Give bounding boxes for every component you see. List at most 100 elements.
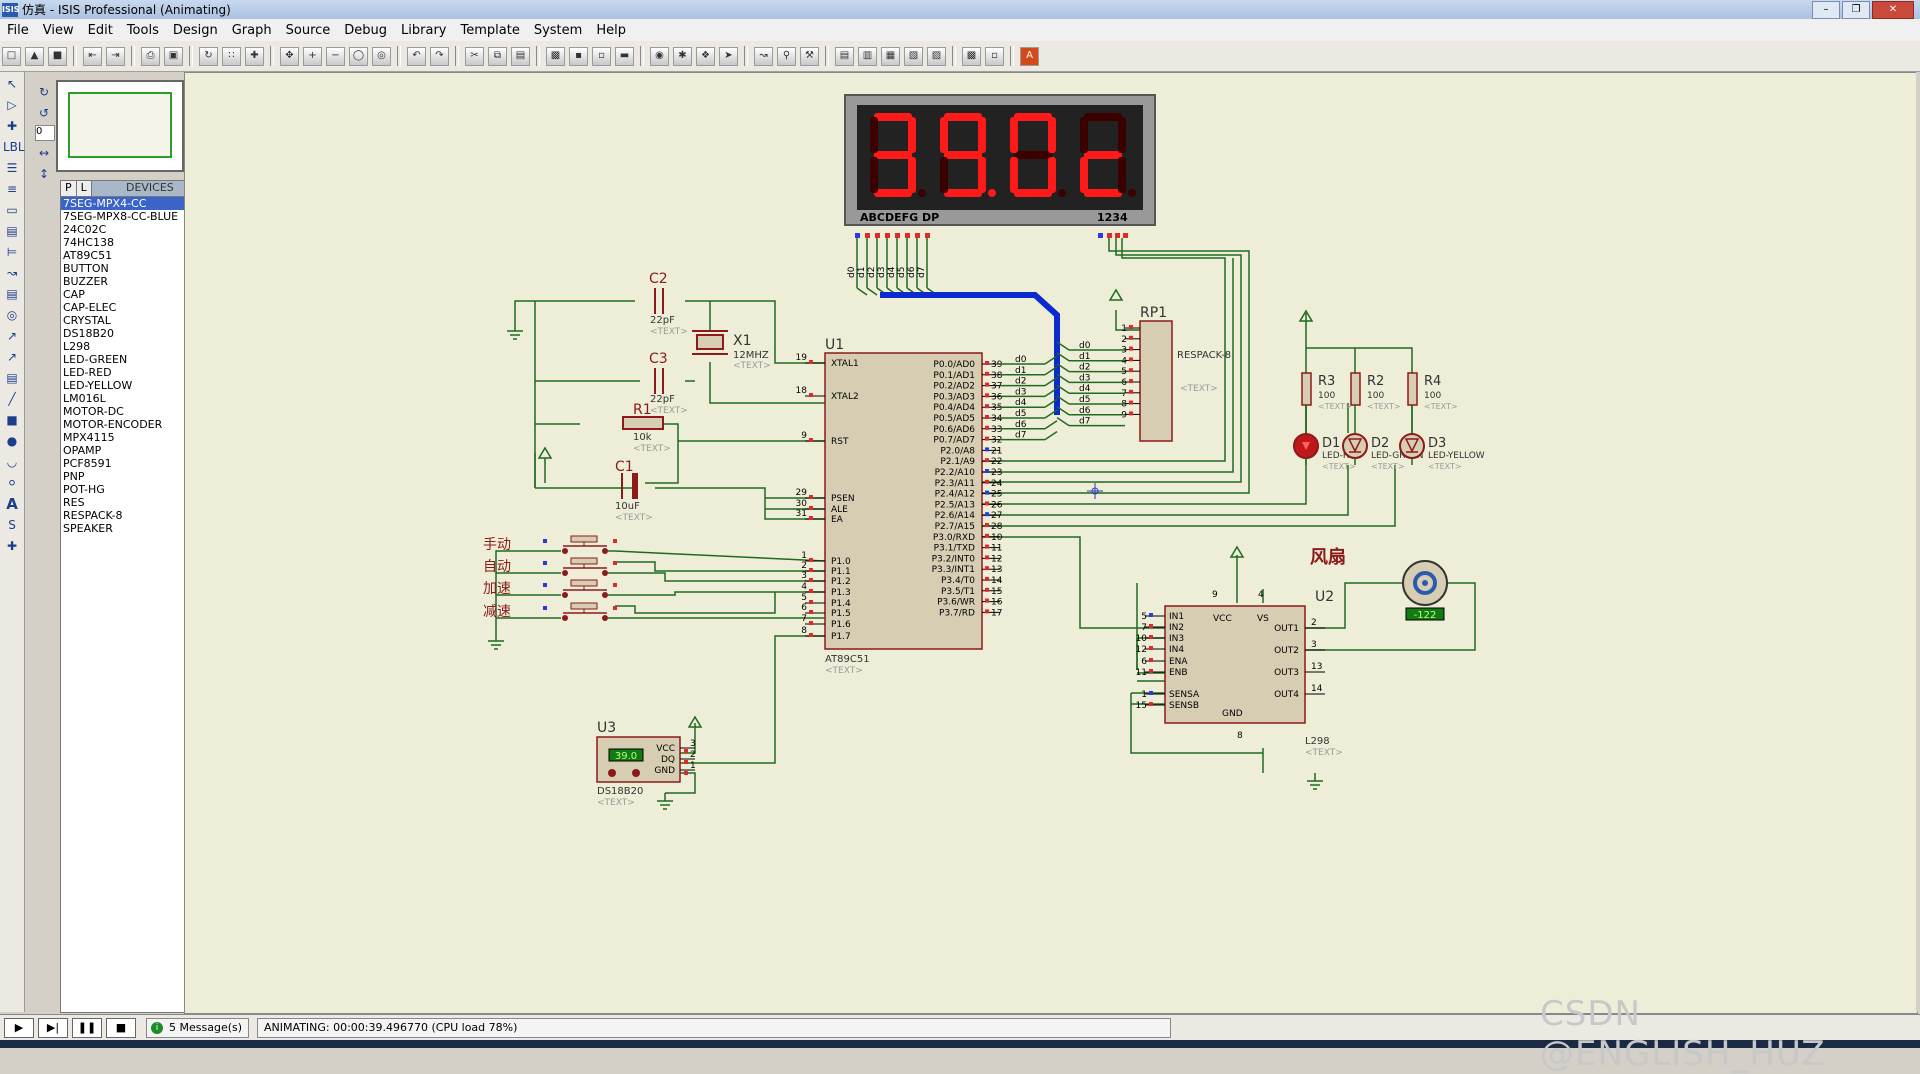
close-icon[interactable]: ✕ [1872,1,1914,19]
decompose-icon[interactable]: ➤ [719,46,738,66]
pick-devices-tab[interactable]: P [61,181,77,197]
copy-icon[interactable]: ⧉ [488,46,507,66]
buses-icon[interactable]: ≡ [6,182,18,196]
zoom-in-icon[interactable]: + [303,46,322,66]
capacitor-c1[interactable]: C1 10uF <TEXT> [615,459,653,523]
menu-debug[interactable]: Debug [344,22,388,38]
device-list-item[interactable]: BUTTON [63,262,109,275]
device-list-item[interactable]: CAP [63,288,85,301]
zoom-out-icon[interactable]: − [326,46,345,66]
open-file-icon[interactable]: ▲ [25,46,44,66]
resistor-body[interactable] [1407,372,1418,406]
current-probe-icon[interactable]: ↗ [6,350,18,364]
tape-recorder-icon[interactable]: ▤ [6,287,18,301]
block-rotate-icon[interactable]: ▫ [592,46,611,66]
line-2d-icon[interactable]: ╱ [8,392,16,406]
new-file-icon[interactable]: □ [2,46,21,66]
block-copy-icon[interactable]: ▩ [546,46,565,66]
make-device-icon[interactable]: ✱ [673,46,692,66]
box-2d-icon[interactable]: ■ [6,413,18,427]
wire-label-icon[interactable]: LBL [3,140,25,154]
symbol-2d-icon[interactable]: S [8,518,16,532]
path-2d-icon[interactable]: ⚪ [6,476,18,490]
import-icon[interactable]: ⇤ [83,46,102,66]
redo-icon[interactable]: ↷ [430,46,449,66]
menu-graph[interactable]: Graph [231,22,272,38]
crystal-x1[interactable]: X1 12MHZ <TEXT> [692,330,771,371]
library-manager-tab[interactable]: L [76,181,92,197]
pick-device-icon[interactable]: ◉ [650,46,669,66]
text-script-icon[interactable]: ☰ [6,161,18,175]
device-list-item[interactable]: CAP-ELEC [63,301,117,314]
device-pins-icon[interactable]: ⊨ [6,245,18,259]
mirror-x-icon[interactable]: ↔ [38,146,50,160]
isis-app-icon[interactable]: ISIS [2,2,19,17]
back-annotate-icon[interactable]: ▫ [985,46,1004,66]
device-list-item[interactable]: LED-YELLOW [63,379,133,392]
undo-icon[interactable]: ↶ [407,46,426,66]
device-list-item[interactable]: PNP [63,470,85,483]
vertical-scrollbar[interactable] [1916,72,1920,1012]
rotate-cw-icon[interactable]: ↻ [38,85,50,99]
pause-button[interactable]: ❚❚ [72,1018,102,1038]
device-list-item[interactable]: 74HC138 [63,236,114,249]
search-icon[interactable]: ⚲ [777,46,796,66]
virtual-instruments-icon[interactable]: ▤ [6,371,18,385]
menu-system[interactable]: System [533,22,583,38]
device-list-item[interactable]: 7SEG-MPX4-CC [61,197,209,210]
device-list-item[interactable]: LED-RED [63,366,112,379]
menu-edit[interactable]: Edit [87,22,113,38]
selection-mode-icon[interactable]: ↖ [6,77,18,91]
device-list-item[interactable]: DS18B20 [63,327,114,340]
mirror-y-icon[interactable]: ↕ [38,167,50,181]
respack-rp1[interactable]: RP1 RESPACK-8 <TEXT> 123456789 [1121,305,1231,442]
push-button[interactable] [543,579,617,598]
component-mode-icon[interactable]: ▷ [7,98,17,112]
arc-2d-icon[interactable]: ◡ [6,455,18,469]
menu-file[interactable]: File [7,22,29,38]
print-icon[interactable]: ⎙ [141,46,160,66]
device-list-item[interactable]: AT89C51 [63,249,113,262]
circle-2d-icon[interactable]: ● [6,434,18,448]
paste-icon[interactable]: ▤ [511,46,530,66]
restore-icon[interactable]: ❐ [1842,1,1870,19]
junction-dot-icon[interactable]: ✚ [6,119,18,133]
subcircuit-icon[interactable]: ▭ [6,203,18,217]
terminals-icon[interactable]: ▤ [6,224,18,238]
bill-of-materials-icon[interactable]: ▧ [904,46,923,66]
capacitor-c3[interactable]: C3 22pF <TEXT> [649,351,688,416]
device-list-item[interactable]: 7SEG-MPX8-CC-BLUE [63,210,179,223]
electrical-check-icon[interactable]: ▨ [927,46,946,66]
rotate-ccw-icon[interactable]: ↺ [38,106,50,120]
export-icon[interactable]: ⇥ [106,46,125,66]
remove-sheet-icon[interactable]: ▥ [858,46,877,66]
print-area-icon[interactable]: ▣ [164,46,183,66]
markers-icon[interactable]: ✚ [6,539,18,553]
step-button[interactable]: ▶| [38,1018,68,1038]
device-list-item[interactable]: L298 [63,340,91,353]
package-tool-icon[interactable]: ❖ [696,46,715,66]
wire-autorouter-icon[interactable]: ↝ [754,46,773,66]
indicator-leds[interactable]: R3100<TEXT>R2100<TEXT>R4100<TEXT>D1LED-R… [1293,372,1485,471]
generator-icon[interactable]: ◎ [6,308,18,322]
messages-indicator[interactable]: i 5 Message(s) [146,1018,250,1038]
device-list-item[interactable]: 24C02C [63,223,107,236]
device-list-item[interactable]: LM016L [63,392,106,405]
graph-mode-icon[interactable]: ↝ [6,266,18,280]
capacitor-c2[interactable]: C2 22pF <TEXT> [649,271,688,337]
push-button[interactable] [543,557,617,576]
dc-motor[interactable]: -122 [1402,560,1448,621]
resistor-r1[interactable]: R1 10k <TEXT> [622,402,671,454]
play-button[interactable]: ▶ [4,1018,34,1038]
menu-tools[interactable]: Tools [126,22,159,38]
device-list-item[interactable]: MOTOR-ENCODER [63,418,163,431]
ares-icon[interactable]: A [1020,46,1039,66]
menu-library[interactable]: Library [401,22,447,38]
stop-button[interactable]: ■ [106,1018,136,1038]
menu-template[interactable]: Template [460,22,520,38]
device-list-item[interactable]: MOTOR-DC [63,405,124,418]
